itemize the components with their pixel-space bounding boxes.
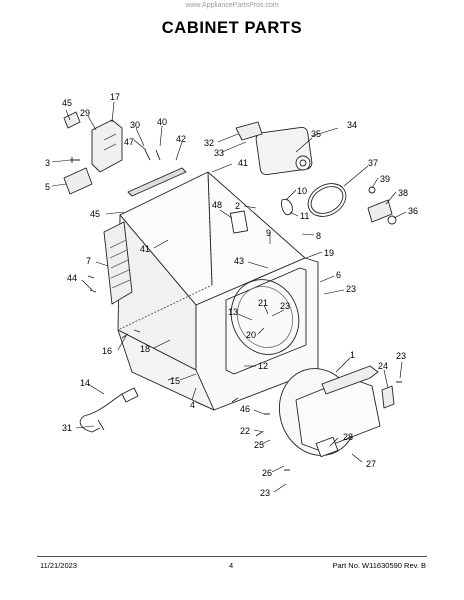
callout-16: 16 <box>102 346 112 356</box>
callout-32: 32 <box>204 138 214 148</box>
console-rail <box>127 167 187 197</box>
callout-9: 9 <box>266 228 271 238</box>
door-opening-inner <box>236 286 294 348</box>
callout-23b: 23 <box>280 301 290 311</box>
callout-41b: 41 <box>140 244 150 254</box>
callout-41: 41 <box>238 158 248 168</box>
callout-17: 17 <box>110 92 120 102</box>
callout-7: 7 <box>86 256 91 266</box>
footer-page-number: 4 <box>229 561 234 570</box>
callout-5: 5 <box>45 182 50 192</box>
side-panel <box>103 221 133 305</box>
footer-divider <box>37 556 427 557</box>
callout-10: 10 <box>297 186 307 196</box>
callout-43: 43 <box>234 256 244 266</box>
callout-39: 39 <box>380 174 390 184</box>
callout-48: 48 <box>212 200 222 210</box>
callout-35: 35 <box>311 129 321 139</box>
callout-33: 33 <box>214 148 224 158</box>
callout-47: 47 <box>124 137 134 147</box>
callout-45b: 45 <box>90 209 100 219</box>
callout-1: 1 <box>350 350 355 360</box>
callout-38: 38 <box>398 188 408 198</box>
callout-12: 12 <box>258 361 268 371</box>
callout-21: 21 <box>258 298 268 308</box>
callout-2: 2 <box>235 201 240 211</box>
callout-6: 6 <box>336 270 341 280</box>
callout-31: 31 <box>62 423 72 433</box>
footer-date: 11/21/2023 <box>40 561 77 570</box>
watermark: www.AppliancePartsPros.com <box>185 2 279 9</box>
callout-25: 25 <box>254 440 264 450</box>
callout-13: 13 <box>228 307 238 317</box>
callout-30: 30 <box>130 120 140 130</box>
label-48 <box>229 210 249 234</box>
callout-42: 42 <box>176 134 186 144</box>
callout-27: 27 <box>366 459 376 469</box>
page-title: CABINET PARTS <box>161 19 303 37</box>
callout-37: 37 <box>368 158 378 168</box>
callout-20: 20 <box>246 330 256 340</box>
callout-8: 8 <box>316 231 321 241</box>
drive-belt <box>307 183 347 217</box>
callout-23: 23 <box>346 284 356 294</box>
callout-18: 18 <box>140 344 150 354</box>
power-cord <box>79 387 139 433</box>
callout-23c: 23 <box>396 351 406 361</box>
callout-44: 44 <box>67 273 77 283</box>
callout-40: 40 <box>157 117 167 127</box>
callout-36: 36 <box>408 206 418 216</box>
callout-19: 19 <box>324 248 334 258</box>
callout-11: 11 <box>300 211 309 221</box>
callout-23d: 23 <box>260 488 270 498</box>
idler-bracket <box>367 199 393 223</box>
footer-part-number: Part No. W11630590 Rev. B <box>332 561 426 570</box>
clip-45 <box>63 111 81 129</box>
hinge-24 <box>381 385 395 409</box>
callout-3: 3 <box>45 158 50 168</box>
cabinet-base <box>117 329 215 411</box>
cabinet-right-rear-edge <box>207 171 213 286</box>
callout-22: 22 <box>240 426 250 436</box>
callout-28: 28 <box>343 432 353 442</box>
hinge-bracket <box>91 119 123 173</box>
door-opening-frame <box>225 267 307 375</box>
door-opening-ring <box>230 279 300 355</box>
door-inner-panel <box>321 365 379 395</box>
handle-28 <box>315 436 339 458</box>
callout-45: 45 <box>62 98 72 108</box>
callout-14: 14 <box>80 378 90 388</box>
callout-29: 29 <box>80 108 90 118</box>
bracket-5 <box>63 167 93 195</box>
callout-24: 24 <box>378 361 388 371</box>
callout-4: 4 <box>190 400 195 410</box>
callout-34: 34 <box>347 120 357 130</box>
callout-15: 15 <box>170 376 180 386</box>
callout-46: 46 <box>240 404 250 414</box>
callout-26: 26 <box>262 468 272 478</box>
